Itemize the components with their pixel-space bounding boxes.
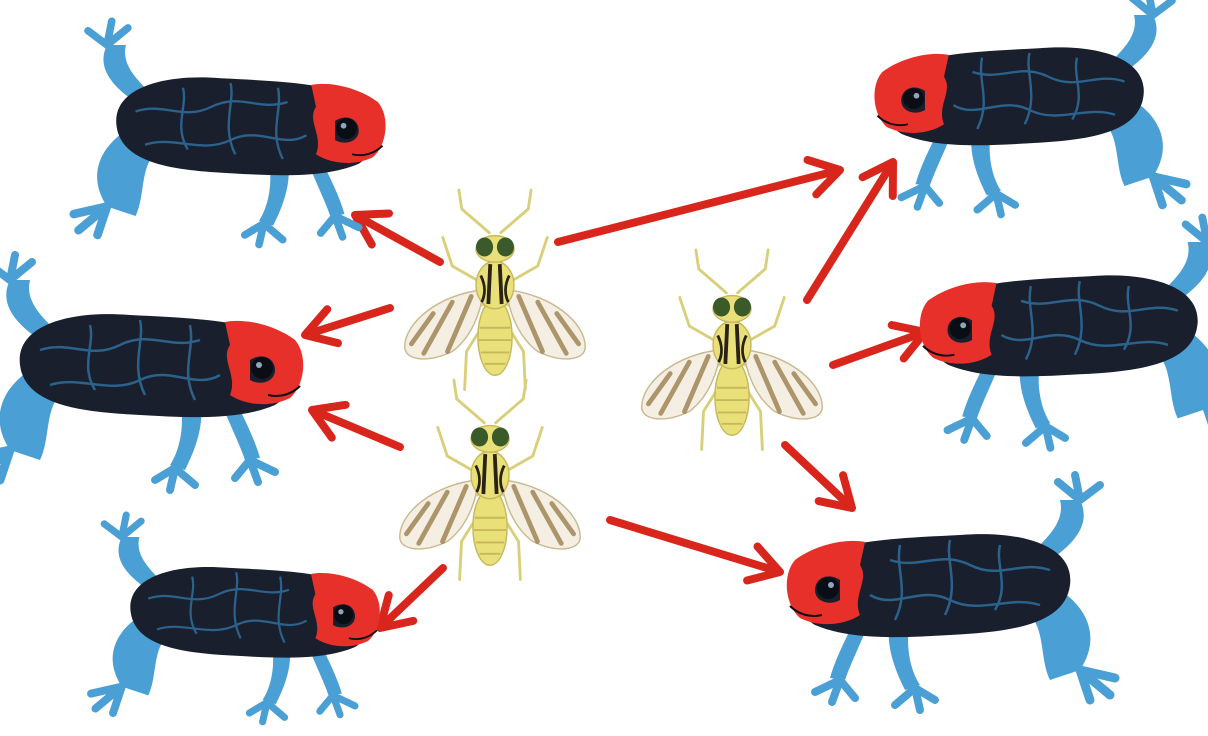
arrow-1-red-arrow-icon — [355, 213, 440, 262]
fly-right-fruit-fly-icon — [642, 250, 823, 450]
frog-right-top-poison-dart-frog-icon — [874, 0, 1186, 214]
arrow-5-red-arrow-icon — [558, 160, 840, 242]
frog-left-middle-poison-dart-frog-icon — [0, 255, 303, 490]
arrow-2-red-arrow-icon — [305, 308, 390, 343]
fly-top-left-fruit-fly-icon — [405, 190, 586, 390]
arrow-4-red-arrow-icon — [380, 568, 443, 628]
arrow-8-red-arrow-icon — [610, 520, 780, 581]
arrow-7-red-arrow-icon — [833, 325, 925, 365]
arrow-3-red-arrow-icon — [312, 405, 400, 447]
frog-left-bottom-poison-dart-frog-icon — [91, 515, 380, 722]
arrow-6-red-arrow-icon — [807, 162, 893, 300]
frog-right-bottom-poison-dart-frog-icon — [787, 475, 1115, 710]
frog-left-top-poison-dart-frog-icon — [74, 21, 386, 244]
arrow-9-red-arrow-icon — [785, 445, 852, 508]
fly-bottom-left-fruit-fly-icon — [400, 380, 581, 580]
frog-right-middle-poison-dart-frog-icon — [920, 218, 1208, 448]
